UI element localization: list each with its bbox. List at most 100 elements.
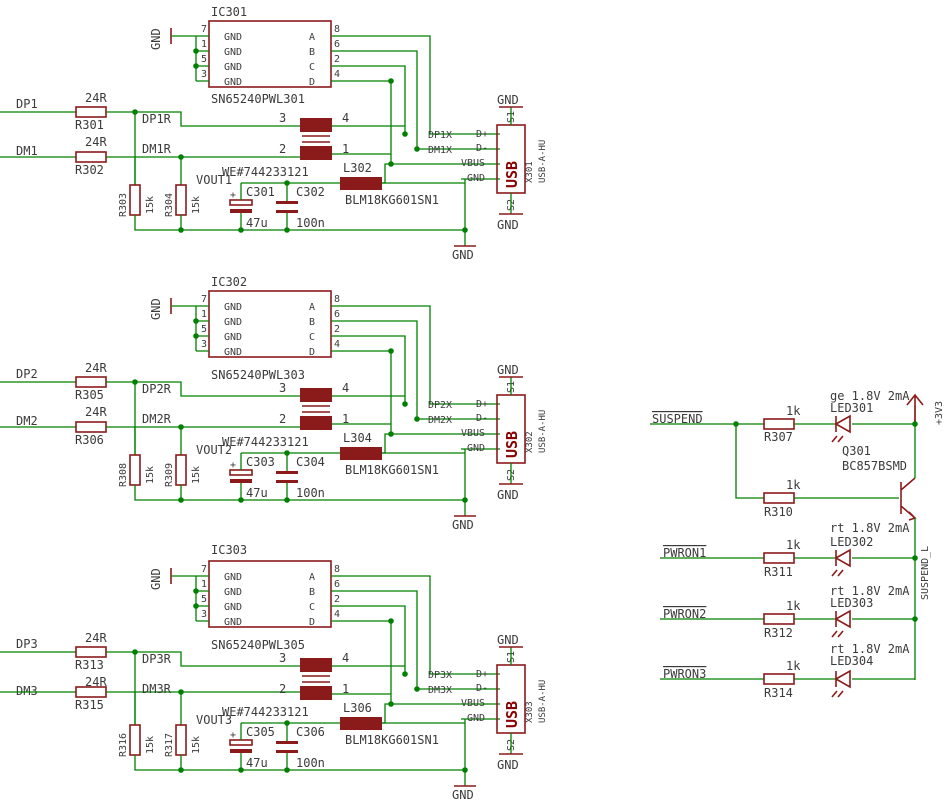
svg-text:USB-A-HU: USB-A-HU: [538, 680, 548, 723]
svg-text:R307: R307: [764, 430, 793, 444]
svg-text:15k: 15k: [191, 466, 202, 484]
common-mode-choke: 3 4 2 1 WE#744233121: [222, 381, 349, 449]
svg-text:R315: R315: [75, 698, 104, 712]
ic-pin-gnd-4: GND: [224, 77, 242, 88]
svg-text:R316: R316: [118, 733, 129, 757]
transceiver-ic: IC302 SN65240PWL303 GND GND GND GND A B …: [201, 275, 340, 382]
svg-text:4: 4: [334, 339, 340, 350]
svg-text:BLM18KG601SN1: BLM18KG601SN1: [345, 733, 439, 747]
svg-text:47u: 47u: [246, 486, 268, 500]
svg-text:24R: 24R: [85, 361, 107, 375]
r-dm-ref: R302: [75, 163, 104, 177]
svg-text:15k: 15k: [145, 736, 156, 754]
net-dmr: DM1R: [142, 142, 172, 156]
r-dp-ref: R301: [75, 118, 104, 132]
ic-pinnum-8: 8: [334, 24, 340, 35]
svg-text:A: A: [309, 302, 315, 313]
svg-text:5: 5: [201, 594, 207, 605]
svg-text:GND: GND: [452, 788, 474, 802]
svg-text:rt 1.8V 2mA: rt 1.8V 2mA: [830, 521, 910, 535]
svg-text:PWRON1: PWRON1: [663, 546, 706, 560]
svg-text:USB: USB: [503, 701, 521, 728]
svg-text:GND: GND: [497, 93, 519, 107]
net-dm: DM1: [16, 144, 38, 158]
ic-pin-d: D: [309, 77, 315, 88]
svg-text:C305: C305: [246, 725, 275, 739]
svg-text:B: B: [309, 587, 315, 598]
svg-text:+: +: [230, 460, 236, 471]
svg-text:GND: GND: [149, 568, 163, 590]
svg-text:1k: 1k: [786, 659, 801, 673]
svg-text:GND: GND: [497, 363, 519, 377]
svg-text:USB-A-HU: USB-A-HU: [538, 140, 548, 183]
svg-text:2: 2: [279, 412, 286, 426]
svg-text:100n: 100n: [296, 216, 325, 230]
svg-text:47u: 47u: [246, 216, 268, 230]
svg-text:C: C: [309, 332, 315, 343]
svg-text:R310: R310: [764, 505, 793, 519]
resistor-r307: [763, 418, 795, 430]
svg-text:2: 2: [279, 142, 286, 156]
svg-text:1: 1: [342, 682, 349, 696]
svg-text:GND: GND: [467, 173, 485, 184]
svg-text:C306: C306: [296, 725, 325, 739]
svg-text:1: 1: [342, 412, 349, 426]
svg-text:GND: GND: [224, 572, 242, 583]
svg-text:DM3X: DM3X: [428, 685, 452, 696]
svg-text:7: 7: [201, 294, 207, 305]
svg-text:24R: 24R: [85, 405, 107, 419]
pwron-row-3: PWRON3 1k R314 rt 1.8V 2mA LED304: [660, 642, 915, 700]
ic-pinnum-1: 1: [201, 39, 207, 50]
svg-text:24R: 24R: [85, 675, 107, 689]
svg-text:DM3R: DM3R: [142, 682, 172, 696]
ic-pin-gnd-1: GND: [224, 32, 242, 43]
svg-text:R305: R305: [75, 388, 104, 402]
transceiver-ic: IC301 SN65240PWL301 GND GND GND GND A B …: [201, 5, 340, 106]
svg-text:15k: 15k: [191, 196, 202, 214]
svg-text:BC857BSMD: BC857BSMD: [842, 459, 907, 473]
ic-pinnum-6: 6: [334, 39, 340, 50]
svg-text:GND: GND: [467, 443, 485, 454]
resistor-pulldown-2: [175, 184, 187, 216]
svg-text:IC303: IC303: [211, 543, 247, 557]
svg-text:DP2: DP2: [16, 367, 38, 381]
svg-text:C302: C302: [296, 185, 325, 199]
svg-text:R311: R311: [764, 565, 793, 579]
svg-text:24R: 24R: [85, 631, 107, 645]
svg-text:3: 3: [201, 339, 207, 350]
svg-text:2: 2: [279, 682, 286, 696]
status-led-section: SUSPEND 1k R307 ge 1.8V 2mA LED301 +3V3 …: [650, 389, 945, 700]
svg-text:D-: D-: [476, 143, 488, 154]
svg-text:D+: D+: [476, 399, 488, 410]
net-vout: VOUT1: [196, 173, 232, 187]
svg-text:C304: C304: [296, 455, 325, 469]
svg-text:R312: R312: [764, 626, 793, 640]
svg-text:GND: GND: [497, 758, 519, 772]
svg-text:GND: GND: [497, 488, 519, 502]
svg-text:GND: GND: [497, 218, 519, 232]
dp-input-wire: [0, 111, 76, 158]
net-suspend: SUSPEND: [652, 412, 703, 426]
supply-label: +3V3: [934, 401, 945, 425]
svg-text:L306: L306: [343, 701, 372, 715]
svg-text:GND: GND: [452, 518, 474, 532]
svg-text:WE#744233121: WE#744233121: [222, 435, 309, 449]
svg-text:USB-A-HU: USB-A-HU: [538, 410, 548, 453]
common-mode-choke: 3 4 2 1 WE#744233121: [222, 111, 349, 179]
net-dpr: DP1R: [142, 112, 172, 126]
svg-text:Q301: Q301: [842, 444, 871, 458]
svg-text:R303: R303: [118, 193, 129, 217]
ic-pinnum-3: 3: [201, 69, 207, 80]
svg-text:L302: L302: [343, 161, 372, 175]
svg-text:USB: USB: [503, 431, 521, 458]
svg-text:+: +: [230, 730, 236, 741]
svg-text:DM2R: DM2R: [142, 412, 172, 426]
svg-text:VOUT2: VOUT2: [196, 443, 232, 457]
svg-text:D: D: [309, 347, 315, 358]
svg-text:R309: R309: [164, 463, 175, 487]
resistor-dm: [75, 151, 107, 163]
svg-text:PWRON2: PWRON2: [663, 607, 706, 621]
svg-text:R317: R317: [164, 733, 175, 757]
svg-text:6: 6: [334, 579, 340, 590]
r-dp-value: 24R: [85, 91, 107, 105]
